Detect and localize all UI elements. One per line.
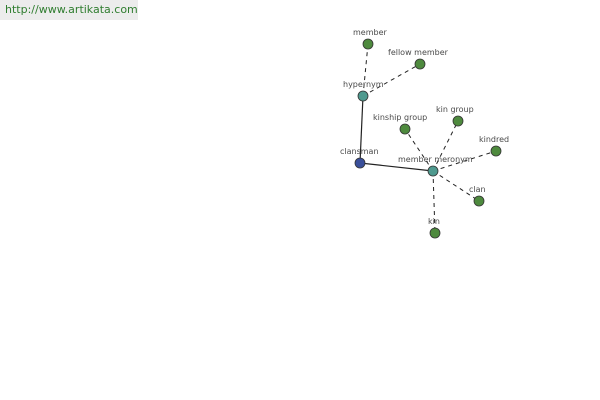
node-kin-group-label[interactable]: kin group <box>436 105 474 114</box>
edge-member-meronym-to-kin-group <box>432 120 459 172</box>
edge-member-meronym-to-clan <box>432 170 480 202</box>
node-kindred[interactable]: kindred <box>479 135 509 157</box>
node-clansman[interactable]: clansman <box>340 147 379 169</box>
node-member[interactable]: member <box>353 28 388 50</box>
node-member-meronym-dot[interactable] <box>427 165 439 177</box>
site-url-link[interactable]: http://www.artikata.com <box>5 3 138 16</box>
graph-nodes: clansman hypernym member meronym member fell… <box>340 28 509 239</box>
node-kin-dot[interactable] <box>429 227 441 239</box>
node-fellow-member-label[interactable]: fellow member <box>388 48 449 57</box>
node-clansman-dot[interactable] <box>354 157 366 169</box>
node-kinship-group[interactable]: kinship group <box>373 113 427 135</box>
node-hypernym-dot[interactable] <box>357 90 369 102</box>
node-member-meronym-label[interactable]: member meronym <box>398 155 473 164</box>
node-clan[interactable]: clan <box>469 185 486 207</box>
node-hypernym-label[interactable]: hypernym <box>343 80 384 89</box>
edge-member-meronym-to-kindred <box>432 150 497 172</box>
node-kindred-label[interactable]: kindred <box>479 135 509 144</box>
edge-clansman-to-member-meronym <box>359 162 434 172</box>
edge-hypernym-to-member <box>362 43 369 97</box>
node-fellow-member[interactable]: fellow member <box>388 48 449 70</box>
node-kinship-group-label[interactable]: kinship group <box>373 113 427 122</box>
node-member-label[interactable]: member <box>353 28 388 37</box>
edge-member-meronym-to-kin <box>432 170 436 234</box>
node-fellow-member-dot[interactable] <box>414 58 426 70</box>
node-hypernym[interactable]: hypernym <box>343 80 384 102</box>
node-kinship-group-dot[interactable] <box>399 123 411 135</box>
node-member-dot[interactable] <box>362 38 374 50</box>
node-member-meronym[interactable]: member meronym <box>398 155 473 177</box>
node-kin-label[interactable]: kin <box>428 217 440 226</box>
graph-edges <box>359 43 497 234</box>
node-clan-dot[interactable] <box>473 195 485 207</box>
node-kindred-dot[interactable] <box>490 145 502 157</box>
node-clan-label[interactable]: clan <box>469 185 486 194</box>
node-kin-group-dot[interactable] <box>452 115 464 127</box>
edge-hypernym-to-fellow-member <box>362 63 421 97</box>
node-clansman-label[interactable]: clansman <box>340 147 379 156</box>
edge-member-meronym-to-kinship-group <box>404 128 434 172</box>
url-banner: http://www.artikata.com <box>0 0 138 20</box>
edge-clansman-to-hypernym <box>359 95 364 164</box>
node-kin-group[interactable]: kin group <box>436 105 474 127</box>
node-kin[interactable]: kin <box>428 217 441 239</box>
